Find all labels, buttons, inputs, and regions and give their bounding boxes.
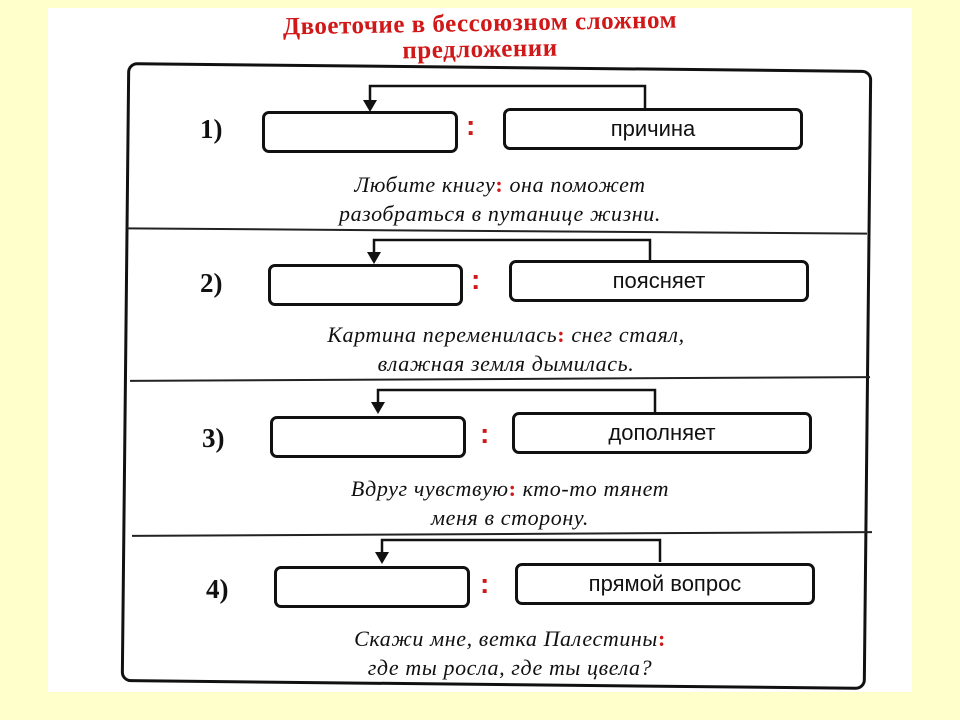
row-2-arrow (367, 238, 652, 264)
row-4-colon: : (480, 568, 490, 599)
row-1-meaning-box: причина (503, 108, 803, 150)
row-3-example: Вдруг чувствую: кто-то тянет меня в стор… (210, 474, 810, 532)
row-1-arrow (363, 84, 647, 112)
row-1-meaning: причина (610, 116, 696, 141)
row-2-example-part-a: Картина переменилась (327, 322, 558, 347)
row-3-arrow (371, 388, 657, 414)
row-2-example-colon: : (557, 322, 566, 347)
row-4-example-part-a: Скажи мне, ветка Палестины (354, 626, 658, 651)
row-3-example-part-b: кто-то тянет (516, 476, 670, 501)
row-1-number: 1) (200, 114, 223, 144)
row-1-example-part-b: она поможет (503, 172, 646, 197)
row-2-example-part-b: снег стаял, (565, 322, 685, 347)
row-4-empty-box (274, 566, 470, 608)
row-3-meaning-box: дополняет (512, 412, 812, 454)
row-3-meaning: дополняет (608, 420, 716, 445)
row-4-number: 4) (206, 574, 229, 604)
row-4-meaning-box: прямой вопрос (515, 563, 815, 605)
row-4-arrow (375, 538, 662, 564)
row-2-example: Картина переменилась: снег стаял, влажна… (200, 320, 812, 378)
row-1-empty-box (262, 111, 458, 153)
row-2-number: 2) (200, 268, 223, 298)
row-4-example-line-2: где ты росла, где ты цвела? (367, 655, 653, 680)
row-3-empty-box (270, 416, 466, 458)
row-1-example-line-2: разобраться в путанице жизни. (338, 201, 662, 226)
row-1-colon: : (466, 110, 476, 141)
row-4-example: Скажи мне, ветка Палестины: где ты росла… (210, 624, 810, 682)
row-2-colon: : (471, 264, 481, 295)
row-3-example-part-a: Вдруг чувствую (350, 476, 509, 501)
row-1-example-part-a: Любите книгу (354, 172, 496, 197)
row-1-example: Любите книгу: она поможет разобраться в … (200, 170, 800, 228)
row-1-example-colon: : (495, 172, 504, 197)
row-3-example-line-2: меня в сторону. (431, 505, 589, 530)
row-3-colon: : (480, 418, 490, 449)
row-2-meaning: поясняет (612, 268, 706, 293)
row-4-meaning: прямой вопрос (588, 571, 742, 596)
row-2-example-line-2: влажная земля дымилась. (377, 351, 635, 376)
row-4-example-colon: : (657, 626, 666, 651)
row-2-empty-box (268, 264, 463, 306)
row-3-number: 3) (202, 423, 225, 453)
row-2-meaning-box: поясняет (509, 260, 809, 302)
row-3-example-colon: : (508, 476, 517, 501)
